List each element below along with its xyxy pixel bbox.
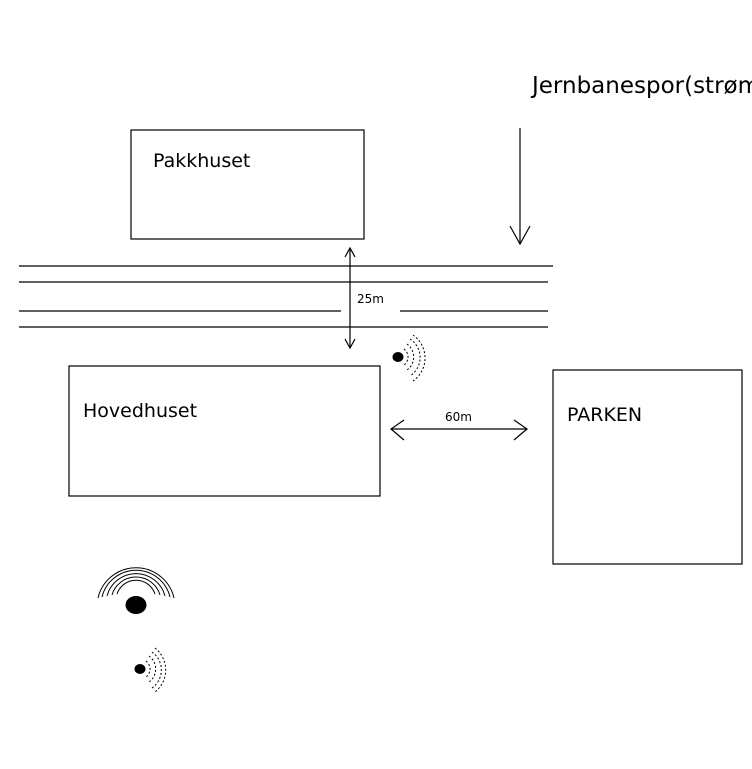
building-pakkhuset: Pakkhuset <box>130 129 365 240</box>
distance-25m-label: 25m <box>357 292 384 306</box>
railway-arrow <box>509 128 531 246</box>
hovedhuset-label: Hovedhuset <box>83 400 197 422</box>
pakkhuset-label: Pakkhuset <box>153 150 250 172</box>
railway-tracks <box>19 265 553 328</box>
distance-60m-label: 60m <box>445 410 472 424</box>
parken-label: PARKEN <box>567 404 642 426</box>
dimension-25m: 25m <box>344 246 384 350</box>
sound-source-icon <box>392 334 426 382</box>
sound-source-icon <box>134 647 167 693</box>
sound-source-icon <box>97 567 175 614</box>
building-parken: PARKEN <box>552 369 743 565</box>
railway-title: Jernbanespor(strøm) <box>530 73 752 99</box>
building-hovedhuset: Hovedhuset <box>68 365 381 497</box>
dimension-60m: 60m <box>390 410 528 441</box>
